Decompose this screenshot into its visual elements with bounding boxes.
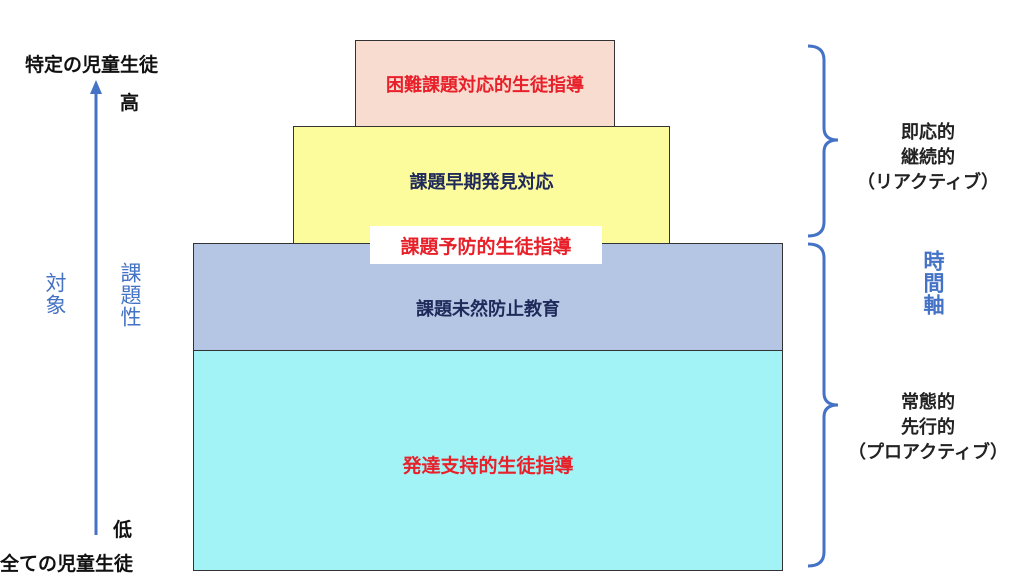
proactive-line: 先行的 <box>901 417 955 438</box>
tier-early-detection: 課題早期発見対応 <box>293 126 670 245</box>
tier-developmental-support: 発達支持的生徒指導 <box>193 350 783 571</box>
top-label: 特定の児童生徒 <box>25 54 159 76</box>
proactive-label: 常態的 先行的 （プロアクティブ） <box>828 390 1024 465</box>
target-label: 対象 <box>43 272 67 316</box>
bottom-label: 全ての児童生徒 <box>0 553 134 575</box>
tier-label: 課題早期発見対応 <box>409 171 554 193</box>
reactive-line: （リアクティブ） <box>856 172 1000 193</box>
issue-level-label: 課題性 <box>118 262 142 328</box>
reactive-label: 即応的 継続的 （リアクティブ） <box>828 120 1024 195</box>
high-label: 高 <box>120 92 140 114</box>
proactive-line: （プロアクティブ） <box>847 442 1009 463</box>
tier-label: 困難課題対応的生徒指導 <box>386 75 584 96</box>
issue-prevention-label: 課題予防的生徒指導 <box>370 226 602 264</box>
tier-difficult-issues: 困難課題対応的生徒指導 <box>355 40 615 128</box>
time-axis-label: 時間軸 <box>921 250 945 316</box>
upper-brace-icon <box>807 44 839 238</box>
tier-label: 課題未然防止教育 <box>416 298 560 320</box>
low-label: 低 <box>113 519 133 541</box>
tier-label: 発達支持的生徒指導 <box>402 455 574 477</box>
lower-brace-icon <box>807 242 839 568</box>
vertical-arrow-icon <box>90 80 102 535</box>
reactive-line: 継続的 <box>901 147 955 168</box>
reactive-line: 即応的 <box>901 122 955 143</box>
proactive-line: 常態的 <box>901 392 955 413</box>
